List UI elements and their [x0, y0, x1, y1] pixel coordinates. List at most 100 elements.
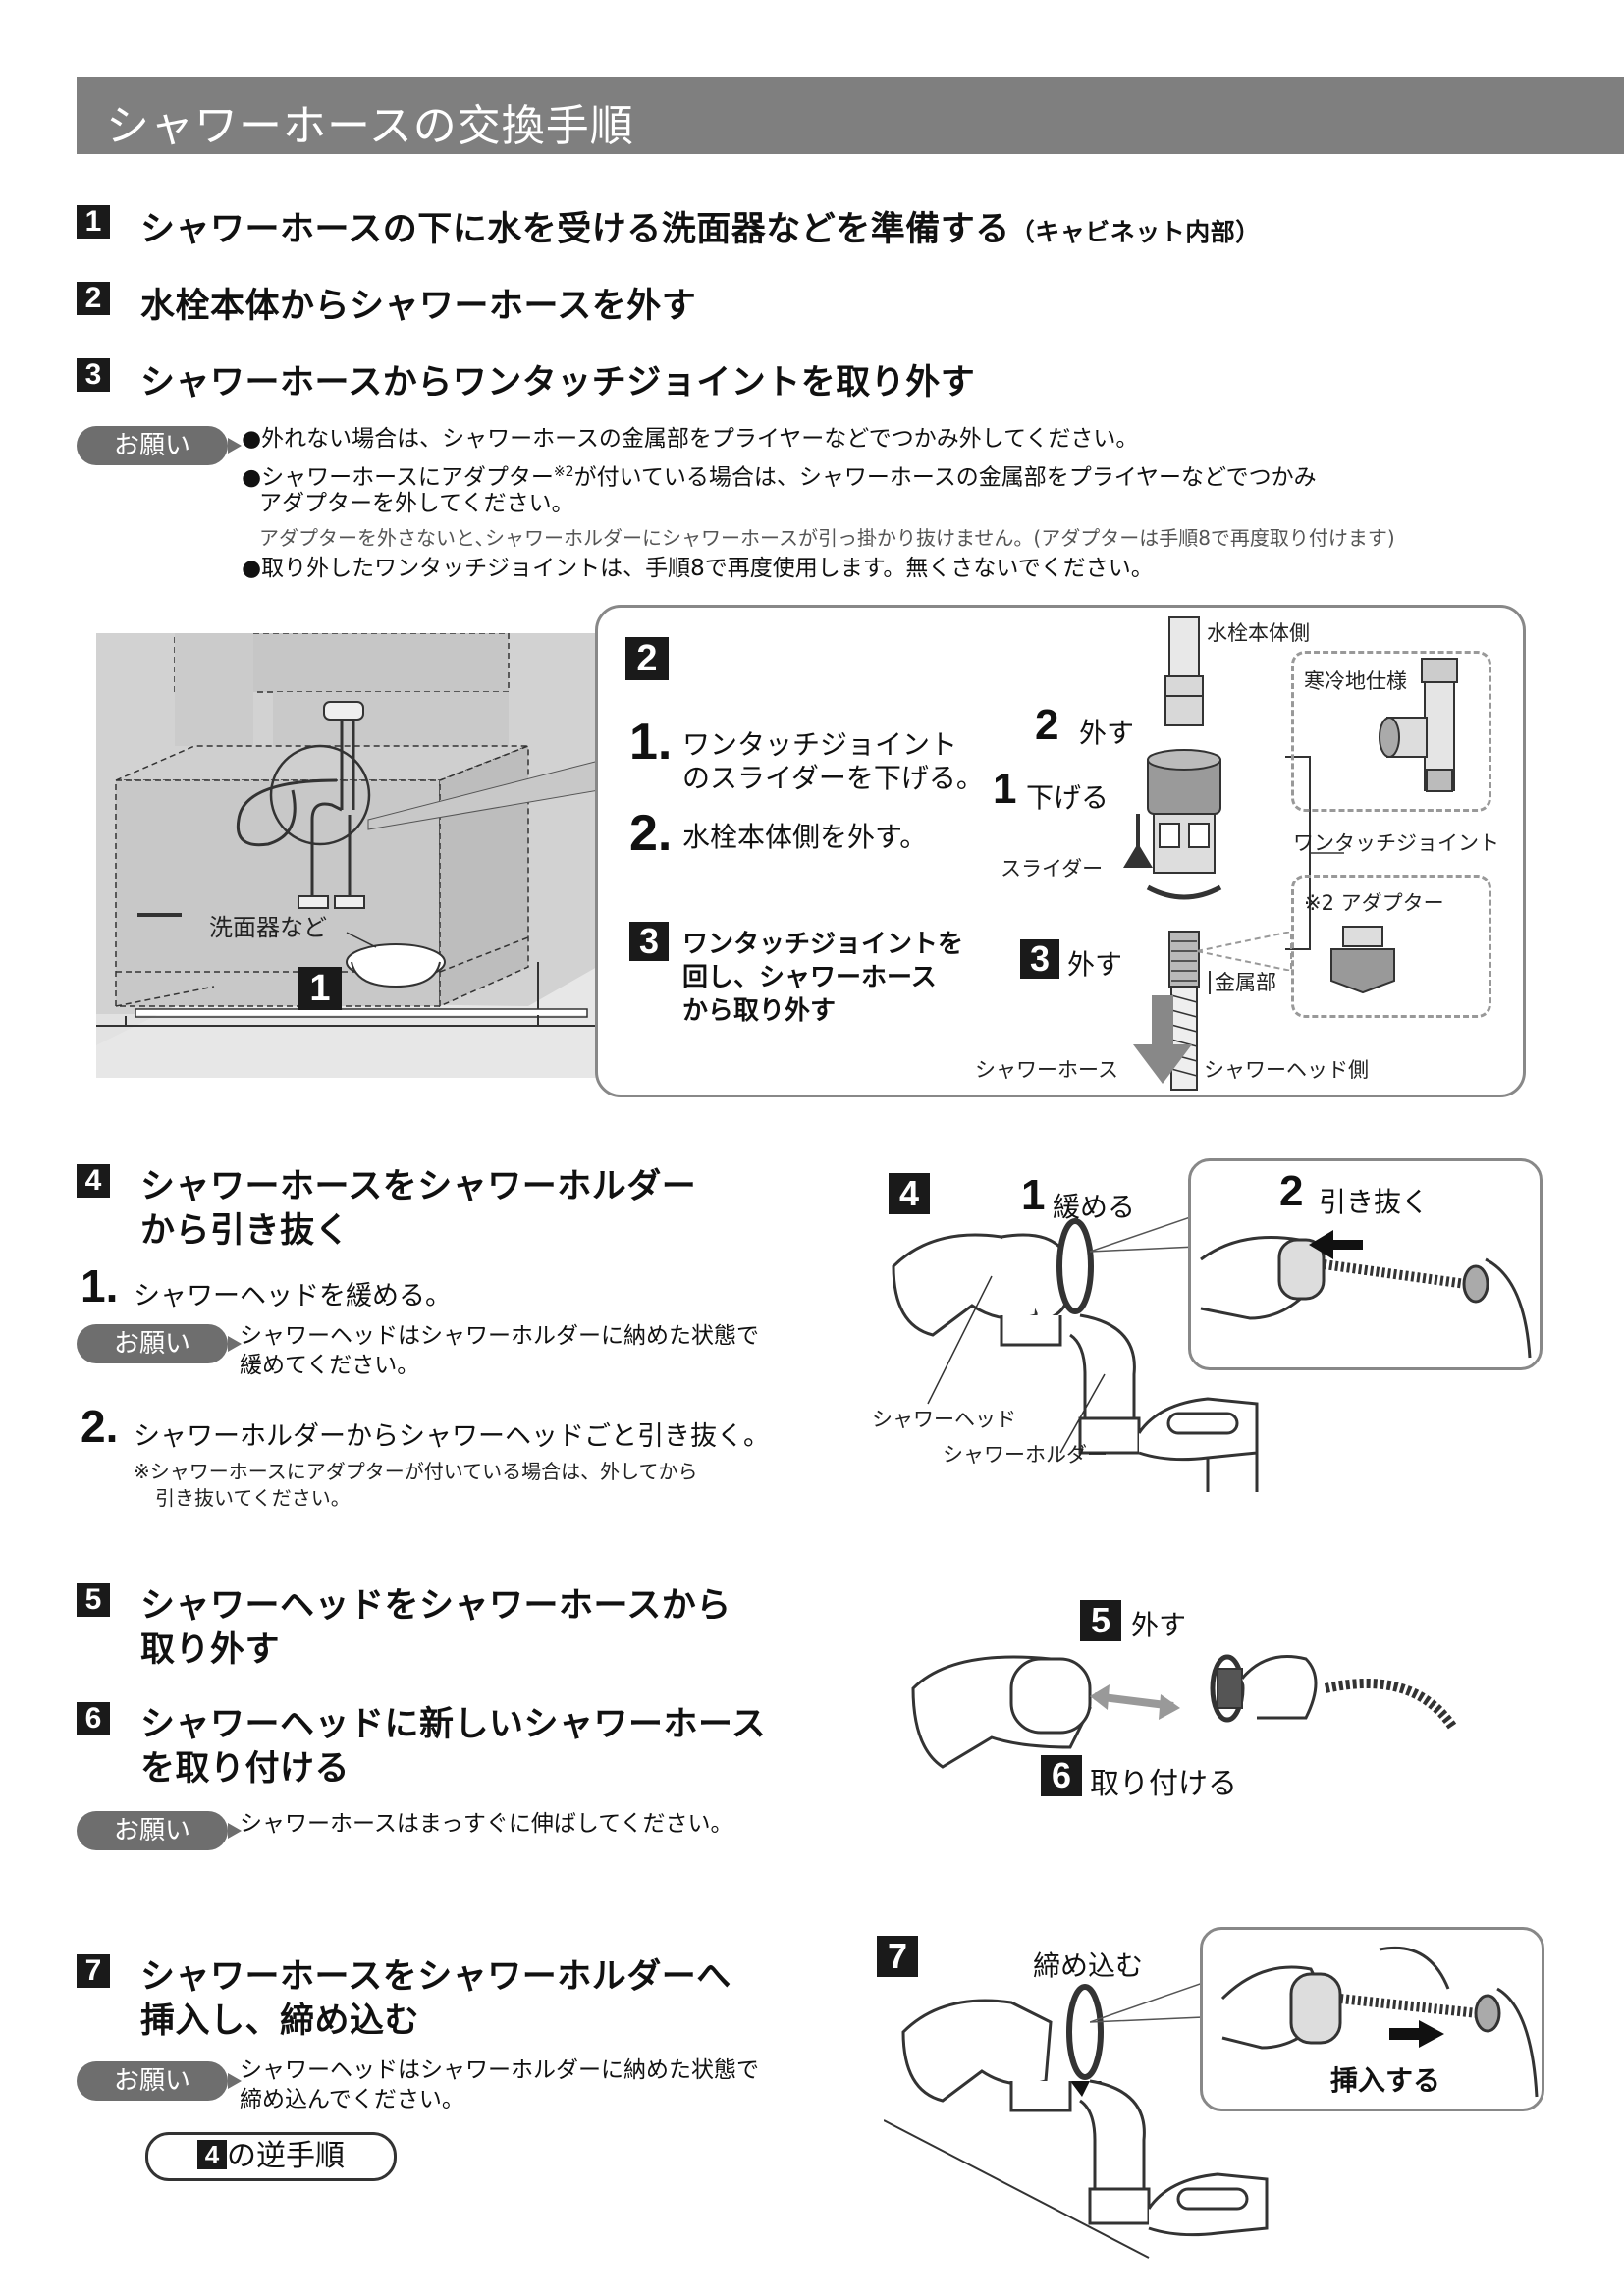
cold-region-label: 寒冷地仕様 [1304, 669, 1407, 693]
fig4-connector [1090, 1213, 1197, 1253]
step4-s2-text: シャワーホルダーからシャワーヘッドごと引き抜く。 [134, 1421, 770, 1452]
cabinet-drawing [96, 633, 597, 1078]
metal-part-text: 金属部 [1209, 971, 1276, 994]
step4-s2-note2: 引き抜いてください。 [155, 1486, 351, 1510]
figure-4-drawing [892, 1218, 1259, 1492]
figure-7-detail: 挿入する [1200, 1927, 1544, 2111]
fig2-instr3-num: 3 [629, 922, 669, 961]
fig4-head-label: シャワーヘッド [872, 1408, 1016, 1431]
step-2-number: 2 [77, 282, 110, 315]
fig4-holder-label: シャワーホルダー [943, 1443, 1108, 1467]
fig56-l5: 外す [1131, 1609, 1187, 1641]
fig4-l2-label: 引き抜く [1319, 1186, 1430, 1218]
fig56-n5: 5 [1080, 1600, 1121, 1641]
callout-connector [367, 760, 600, 830]
note-3-b1: ●外れない場合は、シャワーホースの金属部をプライヤーなどでつかみ外してください。 [242, 426, 1139, 452]
fig2-a3-num: 3 [1020, 939, 1059, 979]
step4-s2-num: 2. [81, 1401, 119, 1452]
step-5-number: 5 [77, 1583, 110, 1617]
step-4-number: 4 [77, 1164, 110, 1198]
figure-1-number: 1 [298, 967, 342, 1010]
fig2-instr1-num: 1. [629, 714, 673, 771]
reverse-step-num: 4 [197, 2140, 227, 2169]
fig7-connector [1090, 1981, 1204, 2023]
note-3-b2b: が付いている場合は、シャワーホースの金属部をプライヤーなどでつかみ [573, 464, 1317, 491]
faucet-side-label: 水栓本体側 [1207, 621, 1310, 645]
joint-bracket [1285, 756, 1344, 950]
request-badge: お願い [77, 1811, 242, 1850]
step-2-title: 水栓本体からシャワーホースを外す [140, 287, 697, 326]
fig2-a1-num: 1 [993, 765, 1017, 813]
note-3-b2sup: ※2 [553, 464, 574, 480]
head-side-label: シャワーヘッド側 [1204, 1058, 1369, 1082]
page-title: シャワーホースの交換手順 [106, 101, 634, 151]
request-badge: お願い [77, 426, 242, 465]
cold-region-part [1379, 658, 1458, 792]
figure-7-number: 7 [877, 1936, 918, 1977]
fig56-l6: 取り付ける [1090, 1767, 1237, 1801]
step-3-number: 3 [77, 358, 110, 392]
page-header: シャワーホースの交換手順 [77, 77, 1624, 154]
fig2-instr1-line2: のスライダーを下げる。 [682, 762, 984, 794]
fig56-n6: 6 [1041, 1755, 1082, 1796]
figure-4-detail: 2 引き抜く [1188, 1158, 1543, 1370]
step-7-number: 7 [77, 1954, 110, 1988]
fig4-l2-num: 2 [1279, 1167, 1304, 1215]
step-6-title-line2: を取り付ける [140, 1749, 351, 1789]
figure-7-drawing [884, 1984, 1269, 2259]
step7-note-line1: シャワーヘッドはシャワーホルダーに納めた状態で [240, 2057, 759, 2083]
step-3-title: シャワーホースからワンタッチジョイントを取り外す [140, 363, 976, 402]
step-7-title-line1: シャワーホースをシャワーホルダーへ [140, 1957, 731, 1997]
joint-drawing [1123, 616, 1222, 1091]
note-3-b2a: ●シャワーホースにアダプター [242, 464, 554, 491]
down-arrow-3 [1133, 995, 1192, 1084]
figure-2-number: 2 [625, 637, 669, 680]
fig2-instr1-line1: ワンタッチジョイント [682, 728, 958, 761]
fig4-l1-num: 1 [1021, 1171, 1046, 1219]
step4-s2-note1: ※シャワーホースにアダプターが付いている場合は、外してから [134, 1460, 698, 1483]
fig2-instr2: 水栓本体側を外す。 [682, 821, 928, 853]
fig2-a1-label: 下げる [1026, 781, 1110, 814]
note-3-b2d: アダプターを外さないと､シャワーホルダーにシャワーホースが引っ掛かり抜けません。… [259, 526, 1395, 550]
step4-note-line2: 緩めてください。 [240, 1353, 420, 1378]
slider-label: スライダー [1001, 857, 1104, 881]
figure-cabinet: 洗面器など 1 [96, 633, 597, 1078]
step-1-title: シャワーホースの下に水を受ける洗面器などを準備する（キャビネット内部） [140, 201, 1261, 251]
fig7-detail-drawing [1220, 1946, 1539, 2098]
fig2-instr2-num: 2. [629, 805, 673, 862]
note-3-b2c: アダプターを外してください。 [259, 491, 574, 516]
adapter-label: ※2 アダプター [1304, 891, 1444, 915]
step-1-text: シャワーホースの下に水を受ける洗面器などを準備する [140, 210, 1010, 249]
hose-label: シャワーホース [975, 1058, 1118, 1082]
fig2-instr3-line2: 回し、シャワーホース [682, 963, 937, 992]
fig7-l1: 締め込む [1033, 1949, 1144, 1982]
fig2-a2-label: 外す [1079, 717, 1135, 749]
step4-s1-num: 1. [81, 1260, 119, 1311]
step-7-title-line2: 挿入し、締め込む [140, 2002, 420, 2041]
fig4-l1-label: 緩める [1053, 1191, 1136, 1223]
step56-note: シャワーホースはまっすぐに伸ばしてください。 [240, 1811, 733, 1837]
fig2-instr3-line1: ワンタッチジョイントを [682, 930, 964, 959]
step-5-title-line1: シャワーヘッドをシャワーホースから [140, 1586, 731, 1626]
step-6-number: 6 [77, 1702, 110, 1735]
figure-56-drawing [911, 1654, 1458, 1769]
fig2-a2-num: 2 [1035, 701, 1059, 749]
fig4-detail-drawing [1200, 1230, 1532, 1359]
note-3-b2: ●シャワーホースにアダプター※2が付いている場合は、シャワーホースの金属部をプラ… [242, 456, 1317, 494]
step7-note-line2: 締め込んでください。 [240, 2087, 464, 2112]
cold-region-box: 寒冷地仕様 [1291, 651, 1491, 812]
reverse-procedure-text: の逆手順 [227, 2139, 345, 2173]
figure-4-number: 4 [889, 1173, 930, 1214]
step-4-title-line1: シャワーホースをシャワーホルダー [140, 1167, 697, 1206]
figure-2-callout: 2 1. ワンタッチジョイント のスライダーを下げる。 2. 水栓本体側を外す。… [595, 605, 1526, 1097]
note-3-b3: ●取り外したワンタッチジョイントは、手順8で再度使用します。無くさないでください… [242, 556, 1154, 581]
step4-s1-text: シャワーヘッドを緩める。 [134, 1281, 452, 1311]
request-badge: お願い [77, 2061, 242, 2101]
metal-part-label: 金属部 [1209, 967, 1276, 996]
step4-note-line1: シャワーヘッドはシャワーホルダーに納めた状態で [240, 1323, 759, 1349]
step-5-title-line2: 取り外す [140, 1630, 281, 1670]
step-6-title-line1: シャワーヘッドに新しいシャワーホース [140, 1705, 767, 1744]
joint-label: ワンタッチジョイント [1293, 831, 1499, 855]
step-4-title-line2: から引き抜く [140, 1211, 351, 1251]
